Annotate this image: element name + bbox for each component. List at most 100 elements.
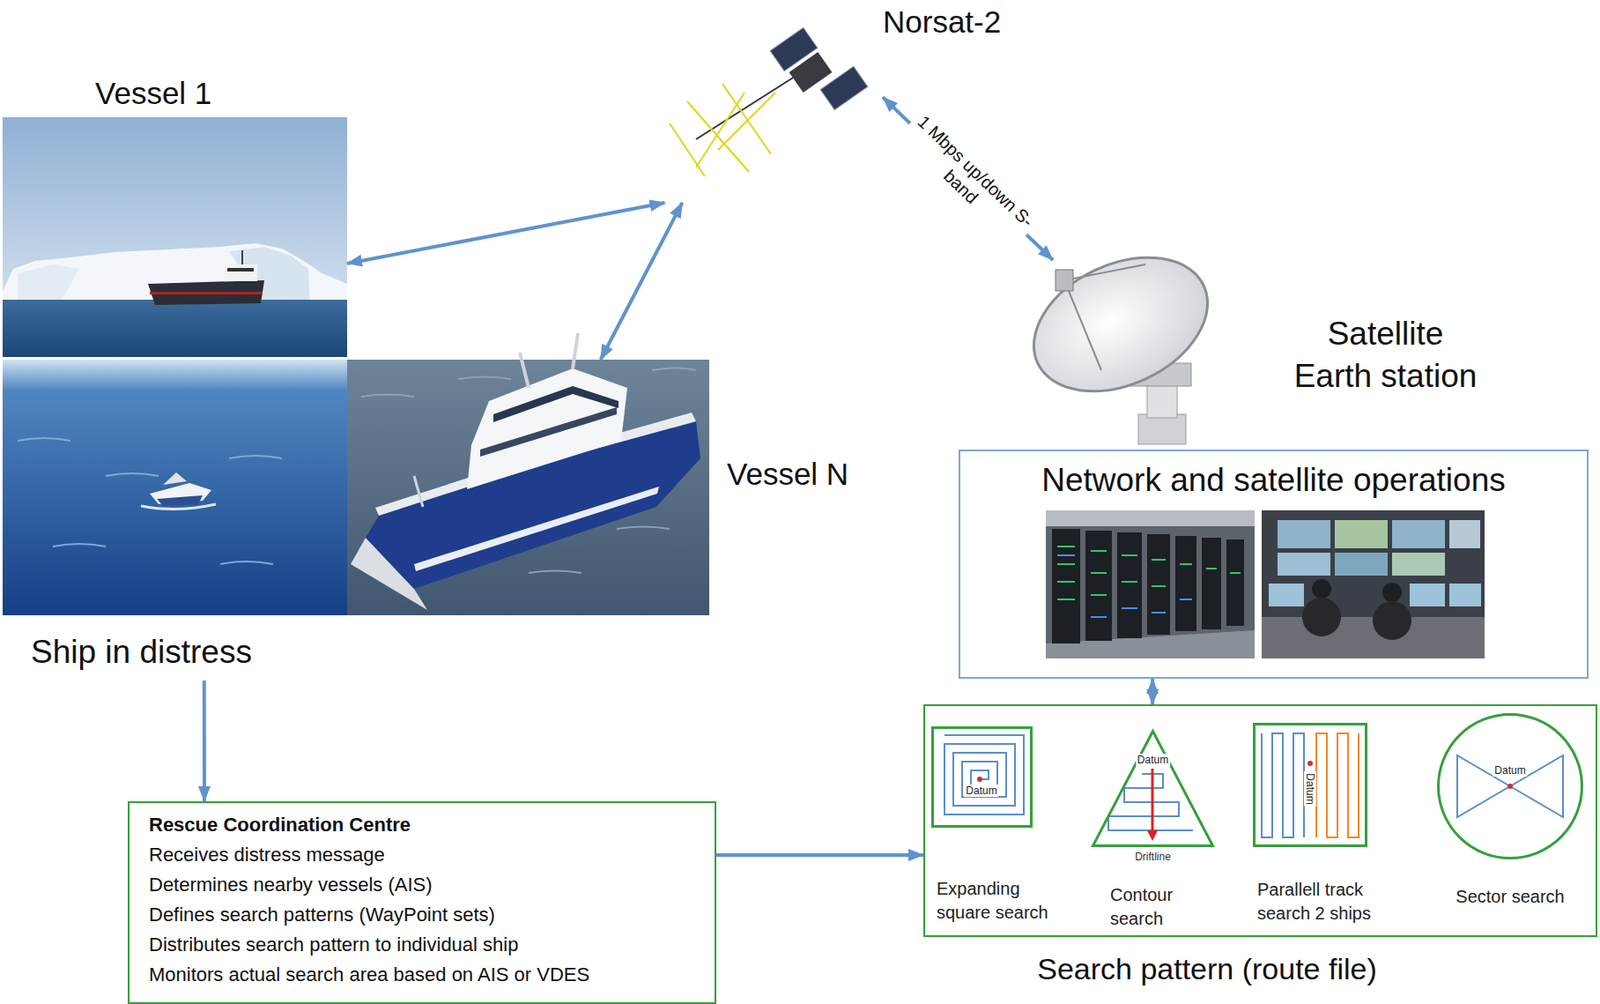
server-room-photo (1201, 537, 1222, 630)
connector-arrow (1150, 678, 1155, 704)
search-pattern-drawings (1307, 760, 1313, 766)
vessel-n-photo (347, 333, 710, 615)
connector-arrow (882, 96, 1053, 260)
datum-label: Datum (1492, 763, 1527, 777)
search-square: DatumParallell track search 2 ships (1252, 722, 1368, 847)
vessel-1-photo (17, 264, 80, 300)
search-pattern-drawings (977, 776, 983, 782)
task-line: Monitors actual search area based on AIS… (148, 959, 706, 990)
control-room-photo (1449, 583, 1482, 607)
control-room-photo (1261, 510, 1485, 659)
server-room-photo (1045, 510, 1255, 659)
server-room-photo (1057, 555, 1193, 617)
control-room-photo (1449, 519, 1481, 549)
vessel-name: Vessel N (726, 456, 849, 492)
distress-photo (162, 472, 187, 485)
distress-photo (156, 495, 203, 506)
pattern-name: Sector search (1437, 884, 1584, 909)
satellite-illustration (718, 92, 776, 150)
vessel-n-photo (414, 475, 423, 507)
search-pattern-drawings (1316, 733, 1359, 838)
distress-photo (140, 503, 216, 510)
satellite-illustration (669, 27, 868, 177)
satellite-node: Norsat-2 (592, 35, 883, 203)
vessel-1-photo (2, 117, 348, 357)
server-room-photo (1085, 530, 1112, 641)
dish-illustration (1055, 269, 1074, 291)
triangle-outline (1091, 729, 1215, 847)
control-room-photo (1268, 583, 1304, 607)
connector-arrow (347, 202, 666, 264)
vessel-photo: Vessel 1 (2, 117, 348, 357)
search-square: DatumExpanding square search (931, 725, 1033, 828)
control-room-photo (1261, 510, 1485, 659)
dish-illustration (1064, 264, 1146, 281)
control-room-photo (1372, 600, 1412, 640)
station-label: Satellite Earth station (1286, 312, 1485, 398)
box-title: Network and satellite operations (960, 461, 1587, 500)
satellite-name: Norsat-2 (882, 4, 1001, 40)
vessel-photo: Vessel N (347, 359, 710, 615)
control-room-photo (1334, 552, 1388, 576)
earth-station: Satellite Earth station (1020, 259, 1225, 445)
vessel-1-photo (2, 117, 348, 357)
server-room-photo (1226, 539, 1245, 626)
search-pattern-drawings (944, 734, 1024, 815)
operations-box: Network and satellite operations (958, 449, 1589, 679)
datum-label: Datum (963, 784, 999, 797)
satellite-illustration (687, 101, 749, 172)
dish-illustration (1012, 230, 1230, 417)
vessel-1-photo (241, 250, 244, 265)
task-line: Determines nearby vessels (AIS) (148, 869, 706, 900)
control-room-photo (1334, 519, 1388, 549)
connector-arrow (716, 852, 924, 857)
search-pattern-drawings (1147, 829, 1158, 841)
vessel-n-photo (572, 333, 578, 369)
search-pattern-drawings (1151, 768, 1155, 832)
triangle-outline (1093, 731, 1214, 846)
satellite-illustration (722, 83, 771, 155)
control-room-photo (1382, 582, 1402, 602)
search-pattern-drawings (1507, 783, 1513, 789)
task-line: Defines search patterns (WayPoint sets) (148, 899, 706, 930)
search-pattern-box: Search pattern (route file)DatumExpandin… (923, 703, 1598, 937)
control-room-photo (1277, 519, 1331, 549)
vessel-1-photo (227, 267, 254, 272)
satellite-illustration (669, 123, 705, 177)
search-pattern-drawings (1457, 755, 1563, 817)
vessel-n-photo (347, 359, 710, 615)
server-room-photo (1147, 533, 1171, 635)
box-caption: Search pattern (route file) (977, 951, 1437, 986)
control-room-photo (1392, 552, 1445, 576)
datum-label: Datum (1303, 770, 1317, 806)
distress-photo (17, 437, 282, 564)
dish-illustration (1012, 230, 1230, 445)
control-room-photo (1311, 578, 1332, 599)
satellite-illustration (770, 27, 818, 71)
search-circle: DatumSector search (1437, 712, 1584, 860)
dish-illustration (1064, 280, 1102, 371)
pattern-name: Parallell track search 2 ships (1257, 877, 1377, 926)
pattern-name: Expanding square search (936, 876, 1060, 925)
vessel-n-photo (466, 368, 628, 489)
distress-photo (2, 359, 348, 615)
vessel-1-photo (2, 299, 348, 357)
vessel-1-photo (149, 291, 263, 295)
vessel-1-photo (2, 243, 348, 309)
control-room-photo (1392, 519, 1445, 549)
datum-label: Datum (1135, 753, 1171, 766)
server-room-photo (1045, 510, 1255, 526)
server-room-photo (1175, 535, 1197, 631)
coordination-box: Rescue Coordination CentreReceives distr… (127, 800, 717, 1004)
circle-outline (1437, 712, 1584, 860)
search-triangle: DatumDriftlineContour search (1091, 729, 1215, 847)
link-label: 1 Mbps up/down S-band (893, 106, 1042, 252)
distress-label: Ship in distress (30, 633, 252, 672)
task-line: Receives distress message (148, 839, 706, 870)
server-room-photo (1057, 546, 1241, 600)
distress-photo: Ship in distress (2, 359, 348, 681)
pattern-name: Contour search (1110, 882, 1190, 931)
control-room-photo (1277, 552, 1331, 576)
search-pattern-drawings (1261, 733, 1304, 838)
